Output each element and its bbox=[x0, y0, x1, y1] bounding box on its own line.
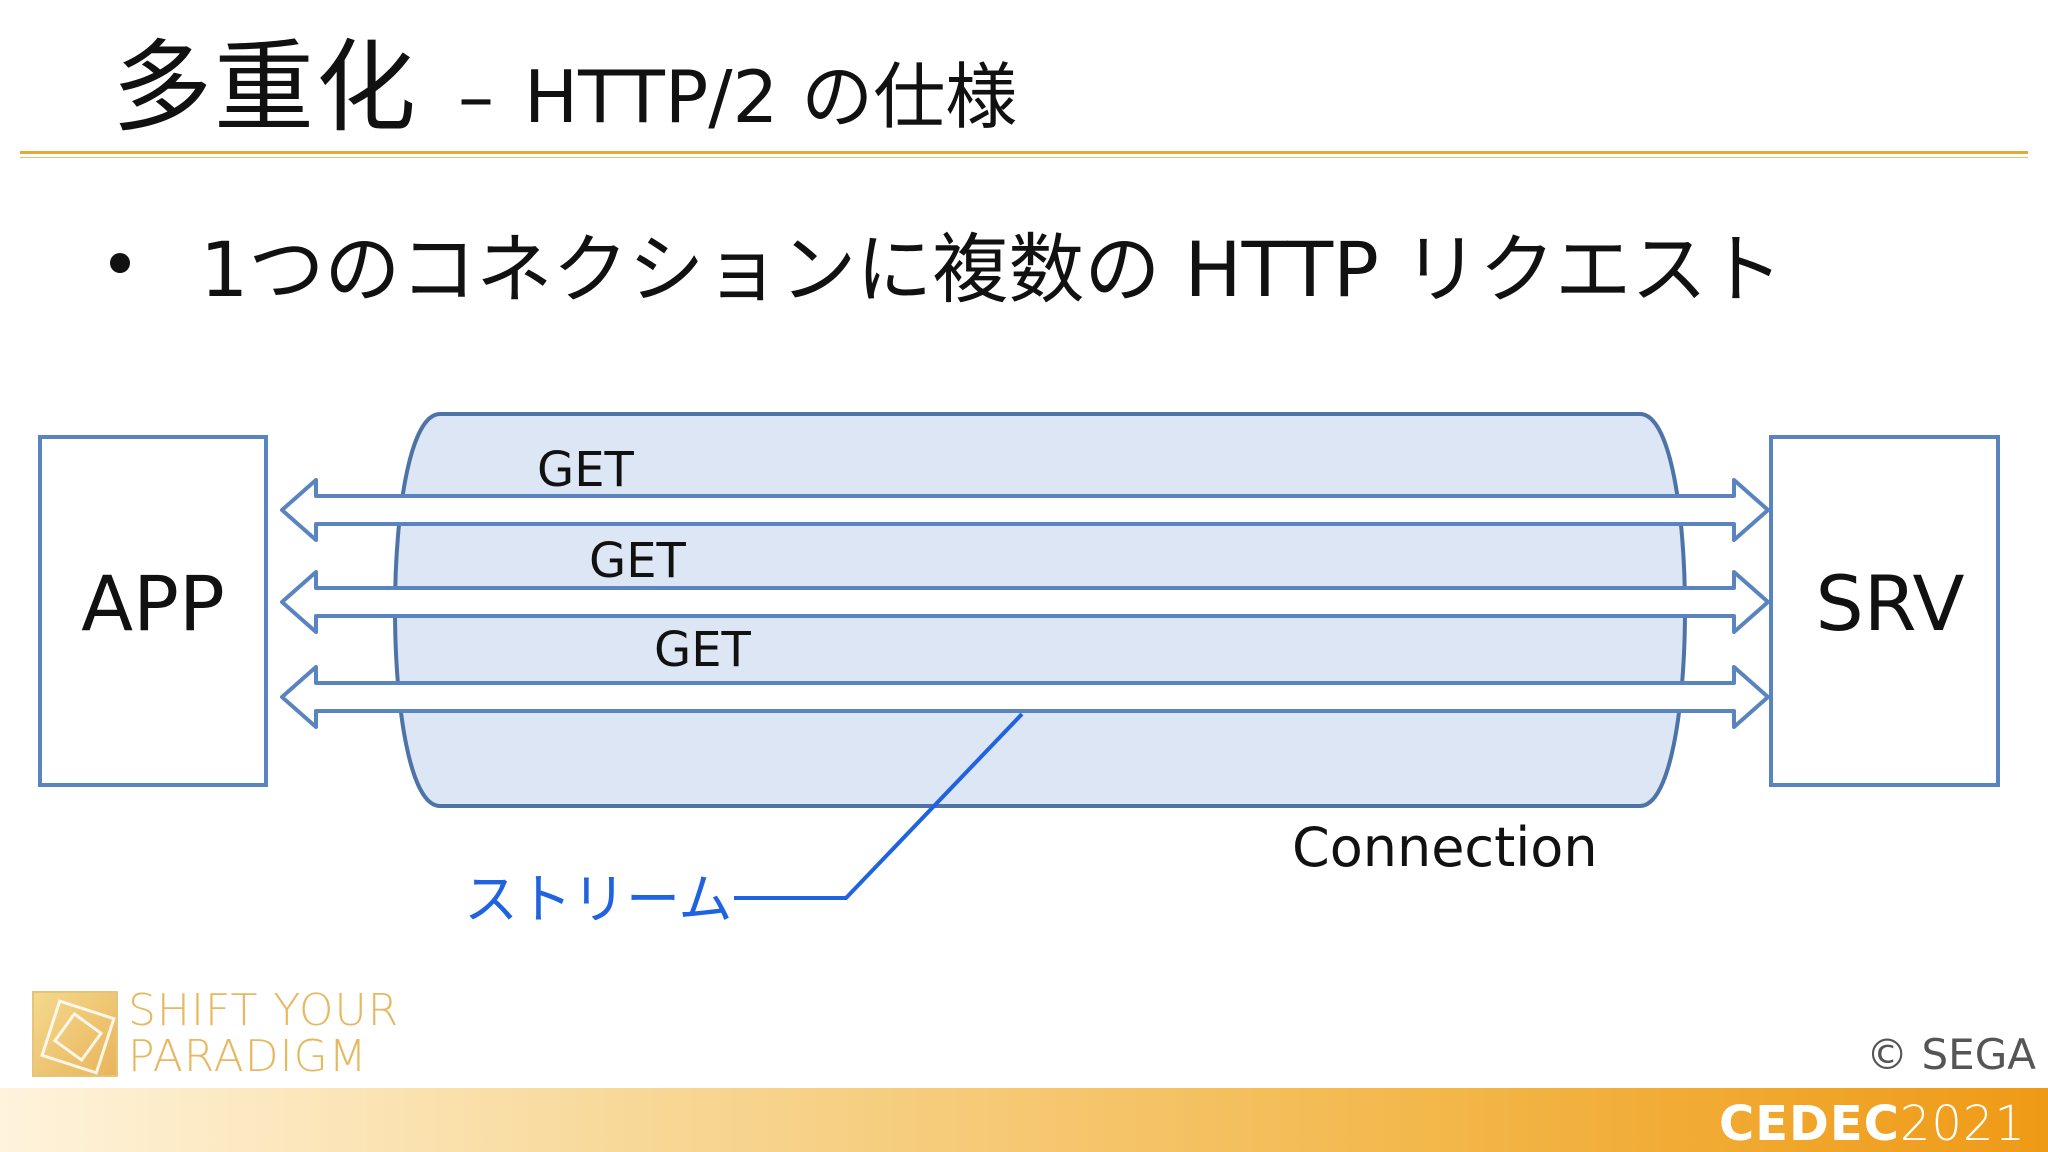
cedec-brand: CEDEC2021 bbox=[1719, 1096, 2026, 1152]
bullet-text: 1つのコネクションに複数の HTTP リクエスト bbox=[200, 225, 1784, 314]
footer-bar bbox=[0, 1088, 2048, 1152]
stream-arrow-2 bbox=[280, 570, 1770, 634]
title-rule bbox=[20, 151, 2028, 154]
app-box bbox=[38, 435, 268, 787]
cedec-brand-name: CEDEC bbox=[1718, 1096, 1900, 1152]
stream-arrow-1 bbox=[280, 478, 1770, 542]
logo-text: SHIFT YOUR PARADIGM bbox=[128, 988, 399, 1080]
logo-line-2: PARADIGM bbox=[128, 1031, 368, 1082]
bullet-item: 1つのコネクションに複数の HTTP リクエスト bbox=[110, 208, 1783, 318]
title-separator: – bbox=[458, 55, 494, 139]
slide-title: 多重化 – HTTP/2 の仕様 bbox=[112, 6, 1017, 146]
paradigm-logo-icon bbox=[32, 991, 118, 1077]
app-label: APP bbox=[81, 559, 225, 648]
cedec-brand-year: 2021 bbox=[1899, 1096, 2026, 1152]
copyright-notice: © SEGA bbox=[1866, 1030, 2036, 1079]
srv-box bbox=[1769, 435, 2000, 787]
stream-label-2: GET bbox=[589, 533, 687, 589]
title-subtitle: HTTP/2 の仕様 bbox=[524, 55, 1018, 139]
stream-label-1: GET bbox=[537, 442, 635, 498]
stream-callout-line bbox=[734, 712, 1024, 900]
stream-label-3: GET bbox=[654, 622, 752, 678]
logo-line-1: SHIFT YOUR bbox=[128, 985, 400, 1036]
stream-callout-label: ストリーム bbox=[464, 868, 732, 931]
shift-your-paradigm-logo: SHIFT YOUR PARADIGM bbox=[32, 988, 399, 1080]
connection-label: Connection bbox=[1292, 816, 1598, 879]
title-main: 多重化 bbox=[112, 29, 418, 146]
bullet-dot-icon bbox=[110, 253, 130, 273]
srv-label: SRV bbox=[1816, 559, 1965, 648]
stream-arrow-3 bbox=[280, 665, 1770, 729]
title-rule-thin bbox=[20, 157, 2028, 158]
